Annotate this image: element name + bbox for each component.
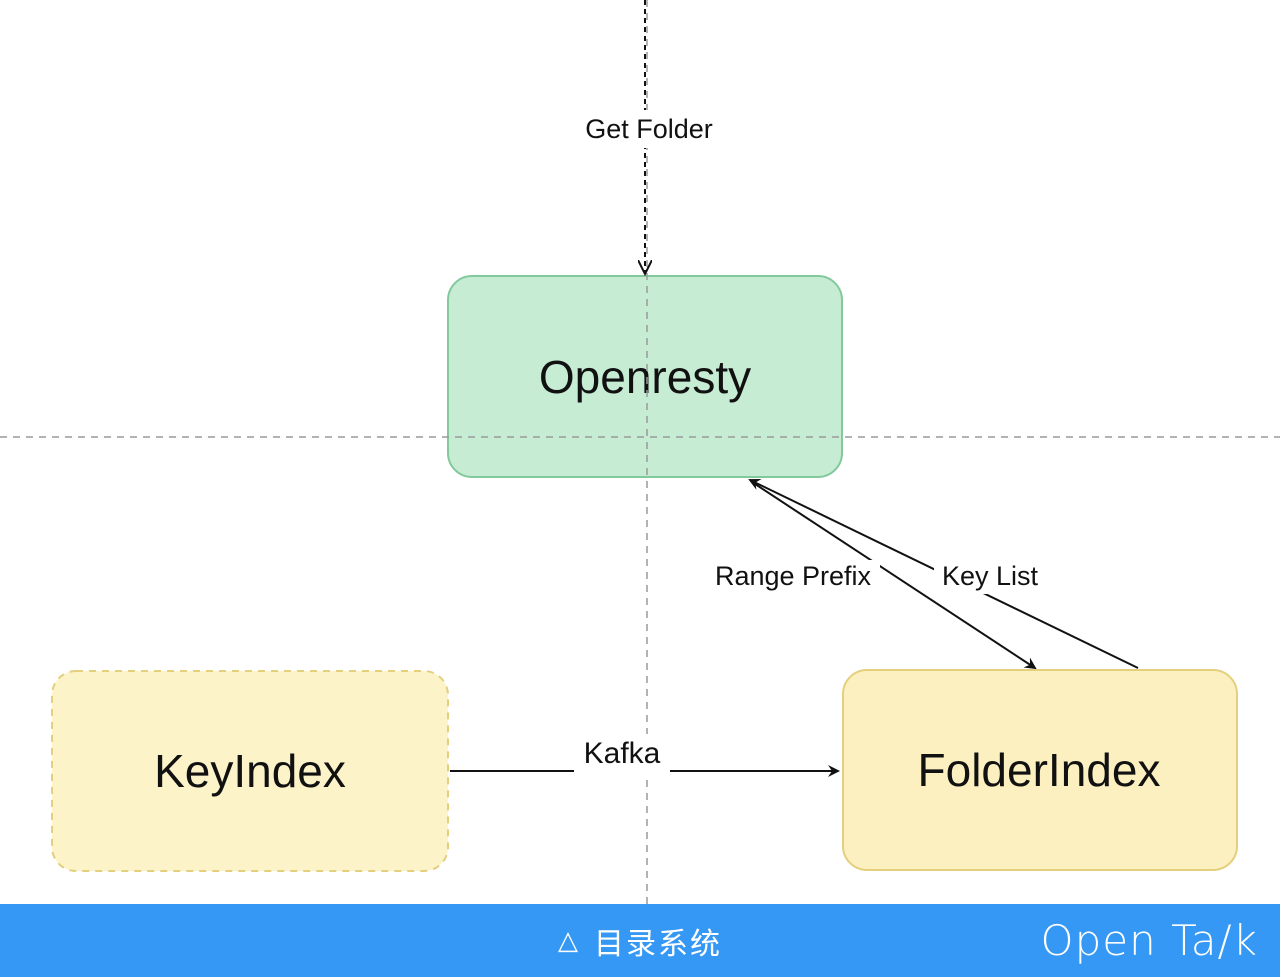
range-prefix-label: Range Prefix	[715, 561, 872, 591]
caption-text: 目录系统	[594, 927, 722, 961]
brand-logo: Open Ta/k	[1040, 916, 1258, 965]
kafka-label-bg	[574, 734, 670, 774]
folderindex-label: FolderIndex	[918, 744, 1161, 796]
triangle-icon: △	[558, 925, 580, 955]
keyindex-label: KeyIndex	[154, 745, 346, 797]
openresty-label: Openresty	[539, 351, 751, 403]
footer-caption: △ 目录系统	[0, 904, 1280, 977]
range-prefix-arrow	[751, 481, 1037, 670]
get-folder-label: Get Folder	[585, 114, 713, 144]
footer-bar: △ 目录系统 Open Ta/k	[0, 904, 1280, 977]
keyindex-node	[51, 670, 449, 872]
architecture-diagram: Openresty KeyIndex FolderIndex Get Folde…	[0, 0, 1280, 904]
key-list-label: Key List	[942, 561, 1039, 591]
key-list-label-bg	[934, 560, 1046, 594]
range-prefix-label-bg	[706, 560, 880, 594]
get-folder-label-bg	[576, 110, 722, 148]
openresty-node	[447, 275, 843, 478]
folderindex-node	[842, 669, 1238, 871]
kafka-label: Kafka	[584, 737, 661, 770]
